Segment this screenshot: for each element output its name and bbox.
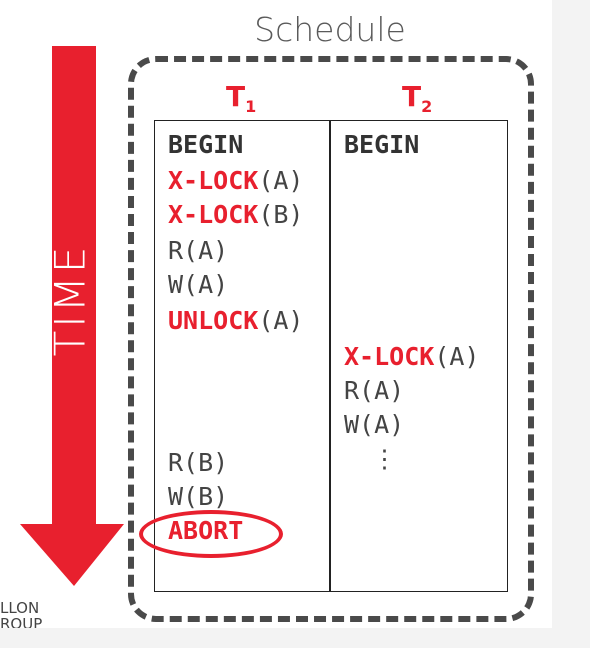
- t1-name: T: [226, 80, 246, 113]
- t2-op-argument: (A): [434, 342, 480, 371]
- t2-op-argument: R(A): [344, 376, 405, 405]
- t1-subscript: 1: [245, 97, 257, 116]
- footer-line-2: ROUP: [0, 615, 43, 628]
- t2-op-0: BEGIN: [344, 130, 419, 160]
- t2-op-keyword: X-LOCK: [344, 342, 435, 371]
- t2-op-4: ⋮: [372, 444, 397, 474]
- t2-op-keyword: BEGIN: [344, 130, 420, 159]
- t2-op-1: X-LOCK(A): [344, 342, 479, 372]
- column-divider: [329, 121, 331, 591]
- schedule-title: Schedule: [254, 10, 406, 49]
- time-axis-label: TIME: [45, 243, 95, 357]
- footer-line-1: LLON: [0, 600, 40, 617]
- schedule-box: [128, 56, 534, 622]
- t1-op-argument: W(B): [168, 482, 229, 511]
- t1-op-1: X-LOCK(A): [168, 166, 303, 196]
- t1-op-4: W(A): [168, 270, 228, 300]
- t1-op-argument: R(A): [168, 236, 229, 265]
- abort-highlight-circle: [139, 510, 283, 558]
- t1-op-argument: (A): [258, 166, 304, 195]
- t1-op-argument: (A): [258, 306, 304, 335]
- t2-name: T: [402, 80, 422, 113]
- t1-op-2: X-LOCK(B): [168, 200, 303, 230]
- t2-op-3: W(A): [344, 410, 404, 440]
- transaction-table: [154, 120, 508, 592]
- t1-op-argument: (B): [258, 200, 304, 229]
- t2-op-argument: W(A): [344, 410, 405, 439]
- t1-op-keyword: UNLOCK: [168, 306, 259, 335]
- t1-op-keyword: BEGIN: [168, 130, 244, 159]
- t2-subscript: 2: [421, 97, 433, 116]
- t1-op-keyword: X-LOCK: [168, 200, 259, 229]
- t1-op-3: R(A): [168, 236, 228, 266]
- t1-op-argument: W(A): [168, 270, 229, 299]
- t1-op-keyword: X-LOCK: [168, 166, 259, 195]
- t2-header: T2: [402, 80, 433, 116]
- t1-op-7: W(B): [168, 482, 228, 512]
- t1-header: T1: [226, 80, 257, 116]
- t1-op-5: UNLOCK(A): [168, 306, 303, 336]
- time-arrow: [20, 46, 124, 586]
- footer-logo-text: LLON ROUP: [0, 600, 80, 628]
- t1-op-6: R(B): [168, 448, 228, 478]
- t1-op-argument: R(B): [168, 448, 229, 477]
- t2-op-argument: ⋮: [372, 444, 397, 473]
- t1-op-0: BEGIN: [168, 130, 243, 160]
- t2-op-2: R(A): [344, 376, 404, 406]
